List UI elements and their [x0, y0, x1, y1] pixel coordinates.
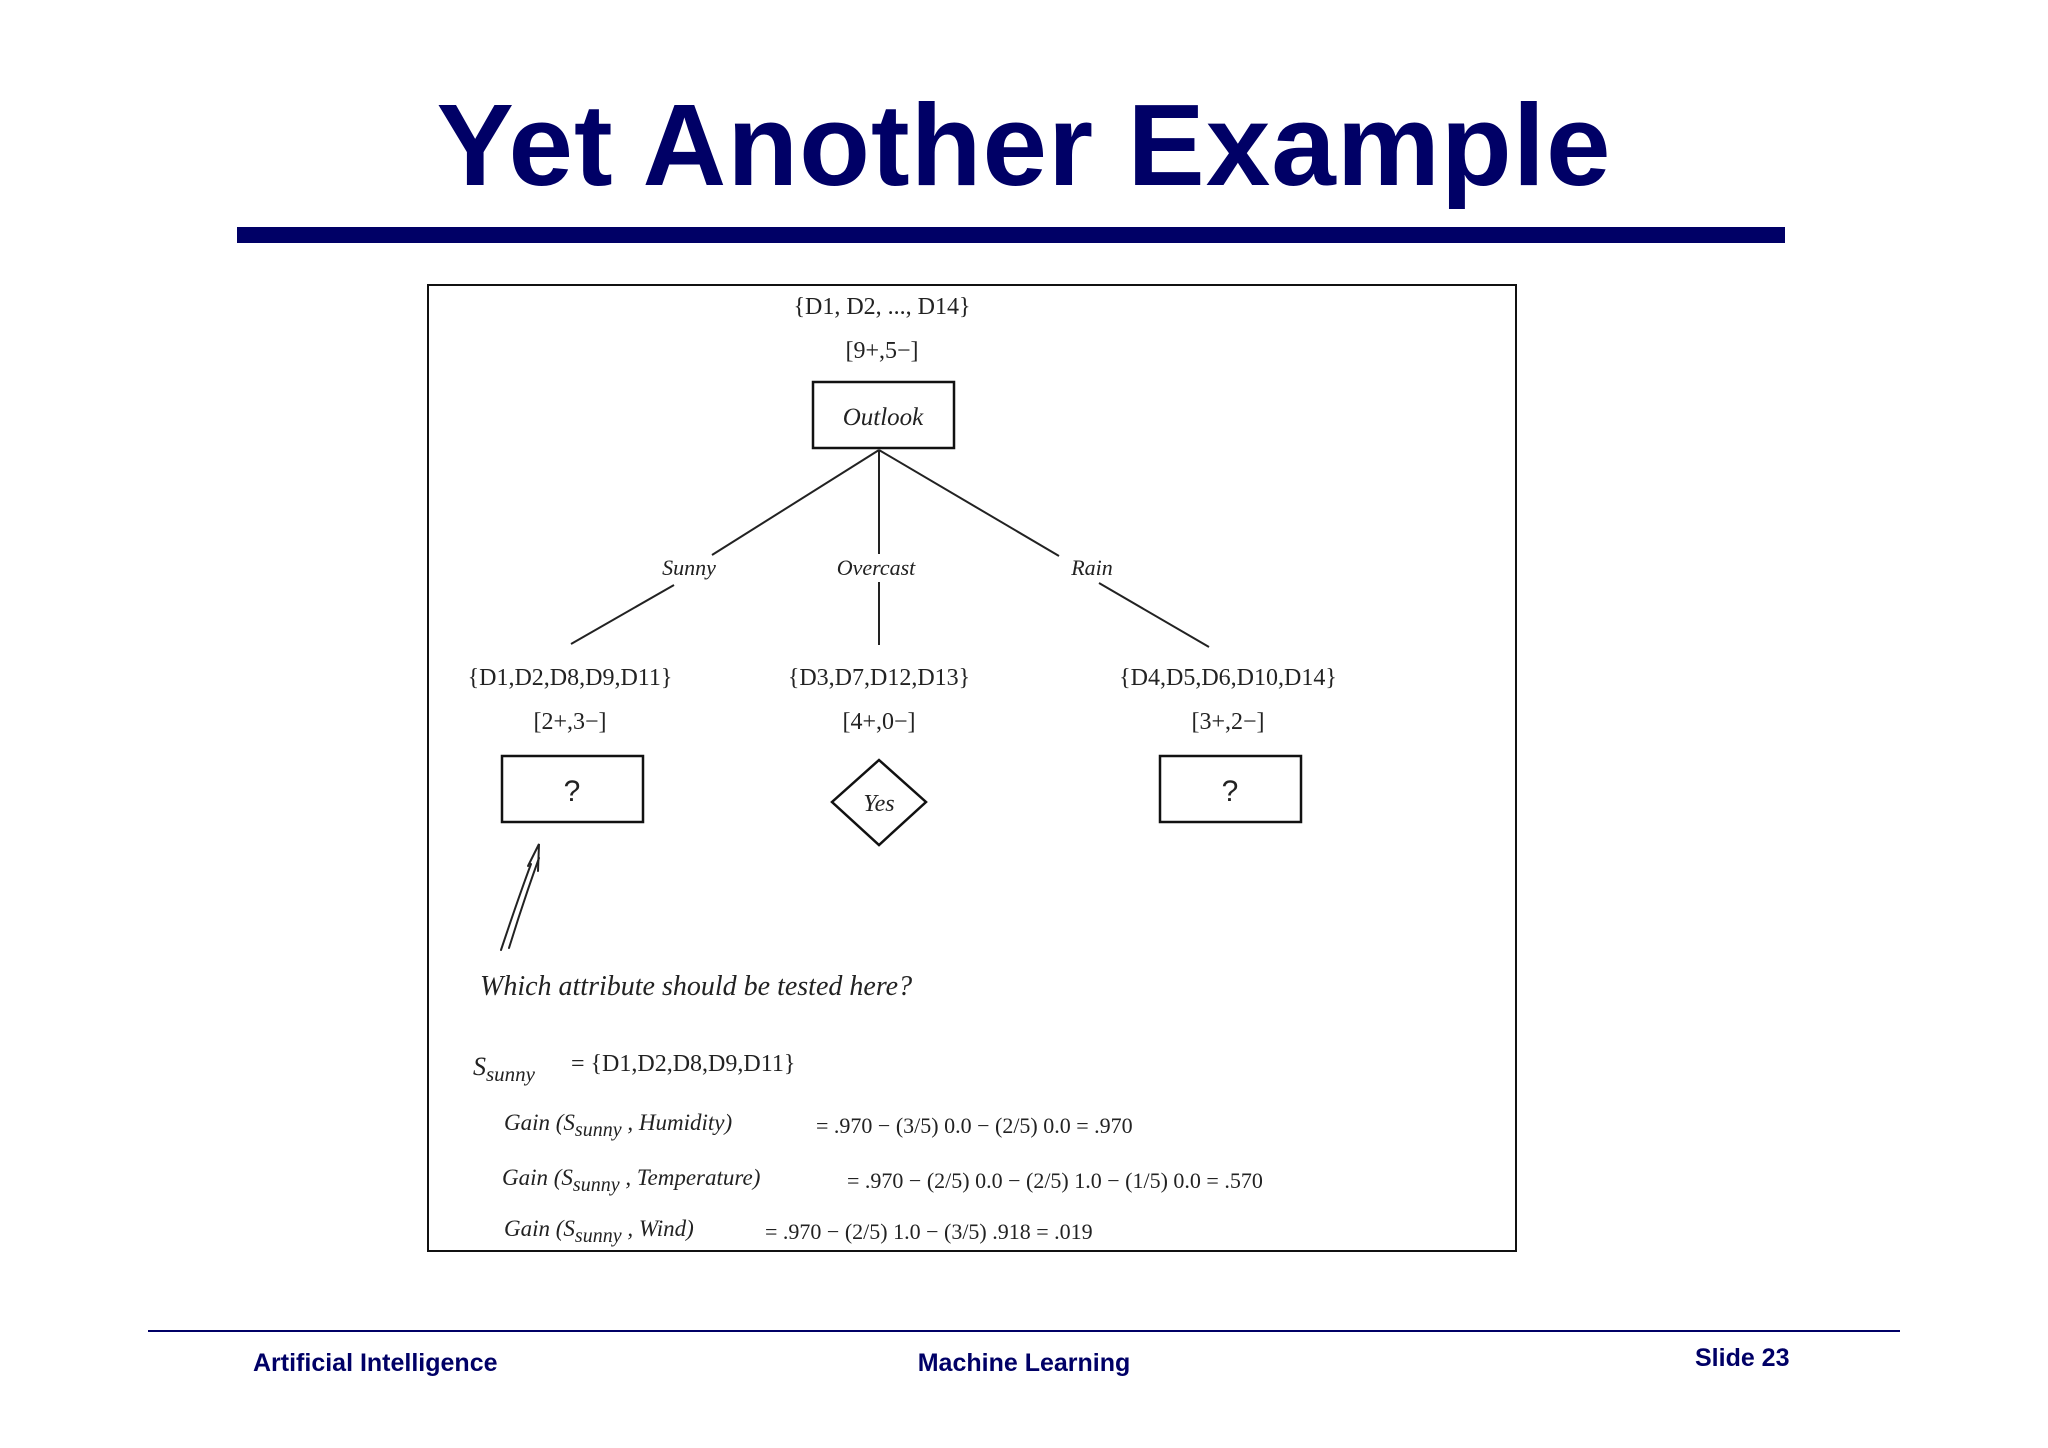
gain-wind-formula: = .970 − (2/5) 1.0 − (3/5) .918 = .019	[765, 1219, 1093, 1244]
decision-tree-diagram: {D1, D2, ..., D14} [9+,5−] Outlook Sunny…	[468, 294, 1337, 1247]
gain-humidity-label: Gain (Ssunny , Humidity)	[504, 1110, 732, 1141]
slide-title: Yet Another Example	[436, 80, 1612, 210]
rain-node-label: ?	[1222, 775, 1239, 808]
gain-wind-label: Gain (Ssunny , Wind)	[504, 1216, 694, 1247]
root-example-set: {D1, D2, ..., D14}	[793, 294, 970, 320]
title-rule	[237, 227, 1785, 243]
gain-temperature-label: Gain (Ssunny , Temperature)	[502, 1165, 760, 1196]
footer-topic: Machine Learning	[917, 1349, 1131, 1377]
overcast-class-counts: [4+,0−]	[842, 709, 915, 735]
s-sunny-set: = {D1,D2,D8,D9,D11}	[571, 1051, 795, 1077]
sunny-node-box	[500, 754, 645, 824]
root-class-counts: [9+,5−]	[845, 338, 918, 364]
gain-wind-row: Gain (Ssunny , Wind) = .970 − (2/5) 1.0 …	[504, 1216, 1093, 1247]
rain-class-counts: [3+,2−]	[1191, 709, 1264, 735]
gain-humidity-formula: = .970 − (3/5) 0.0 − (2/5) 0.0 = .970	[816, 1113, 1133, 1138]
gain-humidity-row: Gain (Ssunny , Humidity) = .970 − (3/5) …	[504, 1110, 1133, 1141]
edge-sunny-upper	[711, 449, 880, 556]
edge-rain-lower	[1098, 582, 1210, 648]
sunny-example-set: {D1,D2,D8,D9,D11}	[468, 665, 673, 691]
hand-drawn-arrow	[500, 843, 540, 951]
branch-label-overcast: Overcast	[837, 555, 916, 580]
overcast-leaf-label: Yes	[863, 791, 894, 817]
overcast-leaf-diamond	[830, 758, 928, 847]
root-node-box	[811, 380, 956, 450]
decision-tree-figure: {D1, D2, ..., D14} [9+,5−] Outlook Sunny…	[427, 284, 1517, 1252]
rain-node-box	[1158, 754, 1303, 824]
branch-label-rain: Rain	[1070, 555, 1113, 580]
root-attribute-label: Outlook	[843, 404, 924, 431]
footer-rule	[148, 1330, 1900, 1332]
edge-rain-upper	[878, 449, 1060, 557]
gain-temperature-row: Gain (Ssunny , Temperature) = .970 − (2/…	[502, 1165, 1263, 1196]
sunny-class-counts: [2+,3−]	[533, 709, 606, 735]
rain-example-set: {D4,D5,D6,D10,D14}	[1119, 665, 1337, 691]
branch-label-sunny: Sunny	[662, 555, 716, 580]
sunny-node-label: ?	[564, 775, 581, 808]
edge-sunny-lower	[570, 584, 675, 645]
question-text: Which attribute should be tested here?	[480, 971, 912, 1002]
footer-course-name: Artificial Intelligence	[253, 1349, 498, 1377]
overcast-example-set: {D3,D7,D12,D13}	[788, 665, 970, 691]
gain-temperature-formula: = .970 − (2/5) 0.0 − (2/5) 1.0 − (1/5) 0…	[847, 1168, 1263, 1193]
s-sunny-symbol: Ssunny	[473, 1052, 536, 1086]
slide-number: Slide 23	[1695, 1344, 1790, 1372]
